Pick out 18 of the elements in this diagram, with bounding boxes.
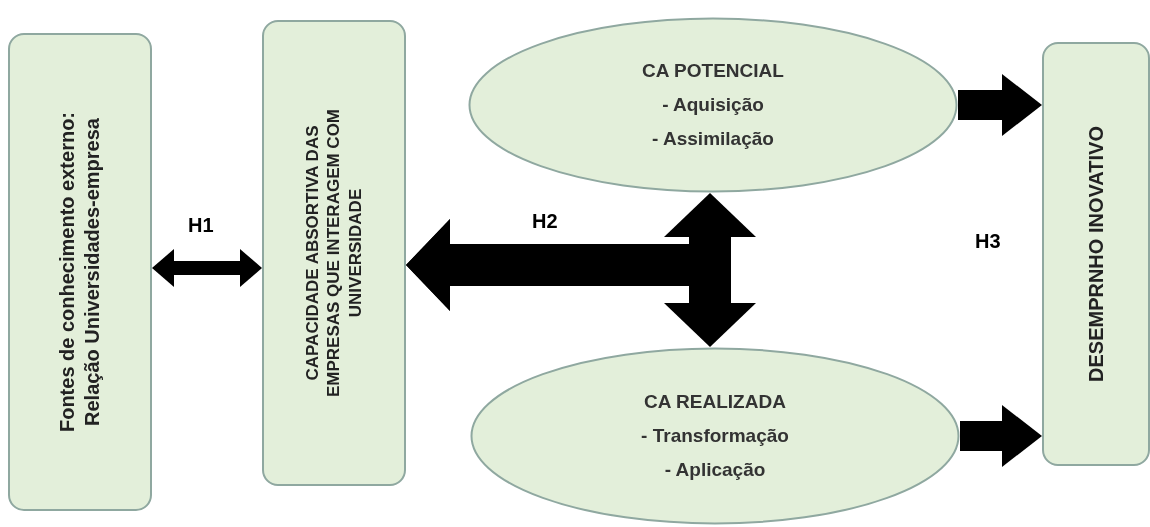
ellipse-node: [468, 17, 958, 193]
arrow: [960, 405, 1042, 467]
process-box: [8, 33, 152, 511]
arrow: [958, 74, 1042, 136]
vertical-label: Fontes de conhecimento externo: Relação Universidades-empresa: [55, 110, 104, 435]
ellipse-node: [470, 347, 960, 525]
list-item: - Aplicação: [664, 459, 766, 481]
process-box: [262, 20, 406, 486]
node-title: CA POTENCIAL: [642, 60, 784, 82]
list-item: - Aquisição: [662, 94, 764, 116]
node-title: CA REALIZADA: [644, 391, 786, 413]
vertical-label: DESEMPRNHO INOVATIVO: [1083, 125, 1108, 384]
list-item: - Transformação: [641, 425, 789, 447]
list-item: - Assimilação: [652, 128, 774, 150]
vertical-label: CAPACIDADE ABSORTIVA DAS EMPRESAS QUE INTERAGEM COM UNIVERSIDADE: [302, 107, 366, 400]
arrow: [406, 219, 756, 347]
process-box: [1042, 42, 1150, 466]
arrow: [152, 249, 262, 287]
